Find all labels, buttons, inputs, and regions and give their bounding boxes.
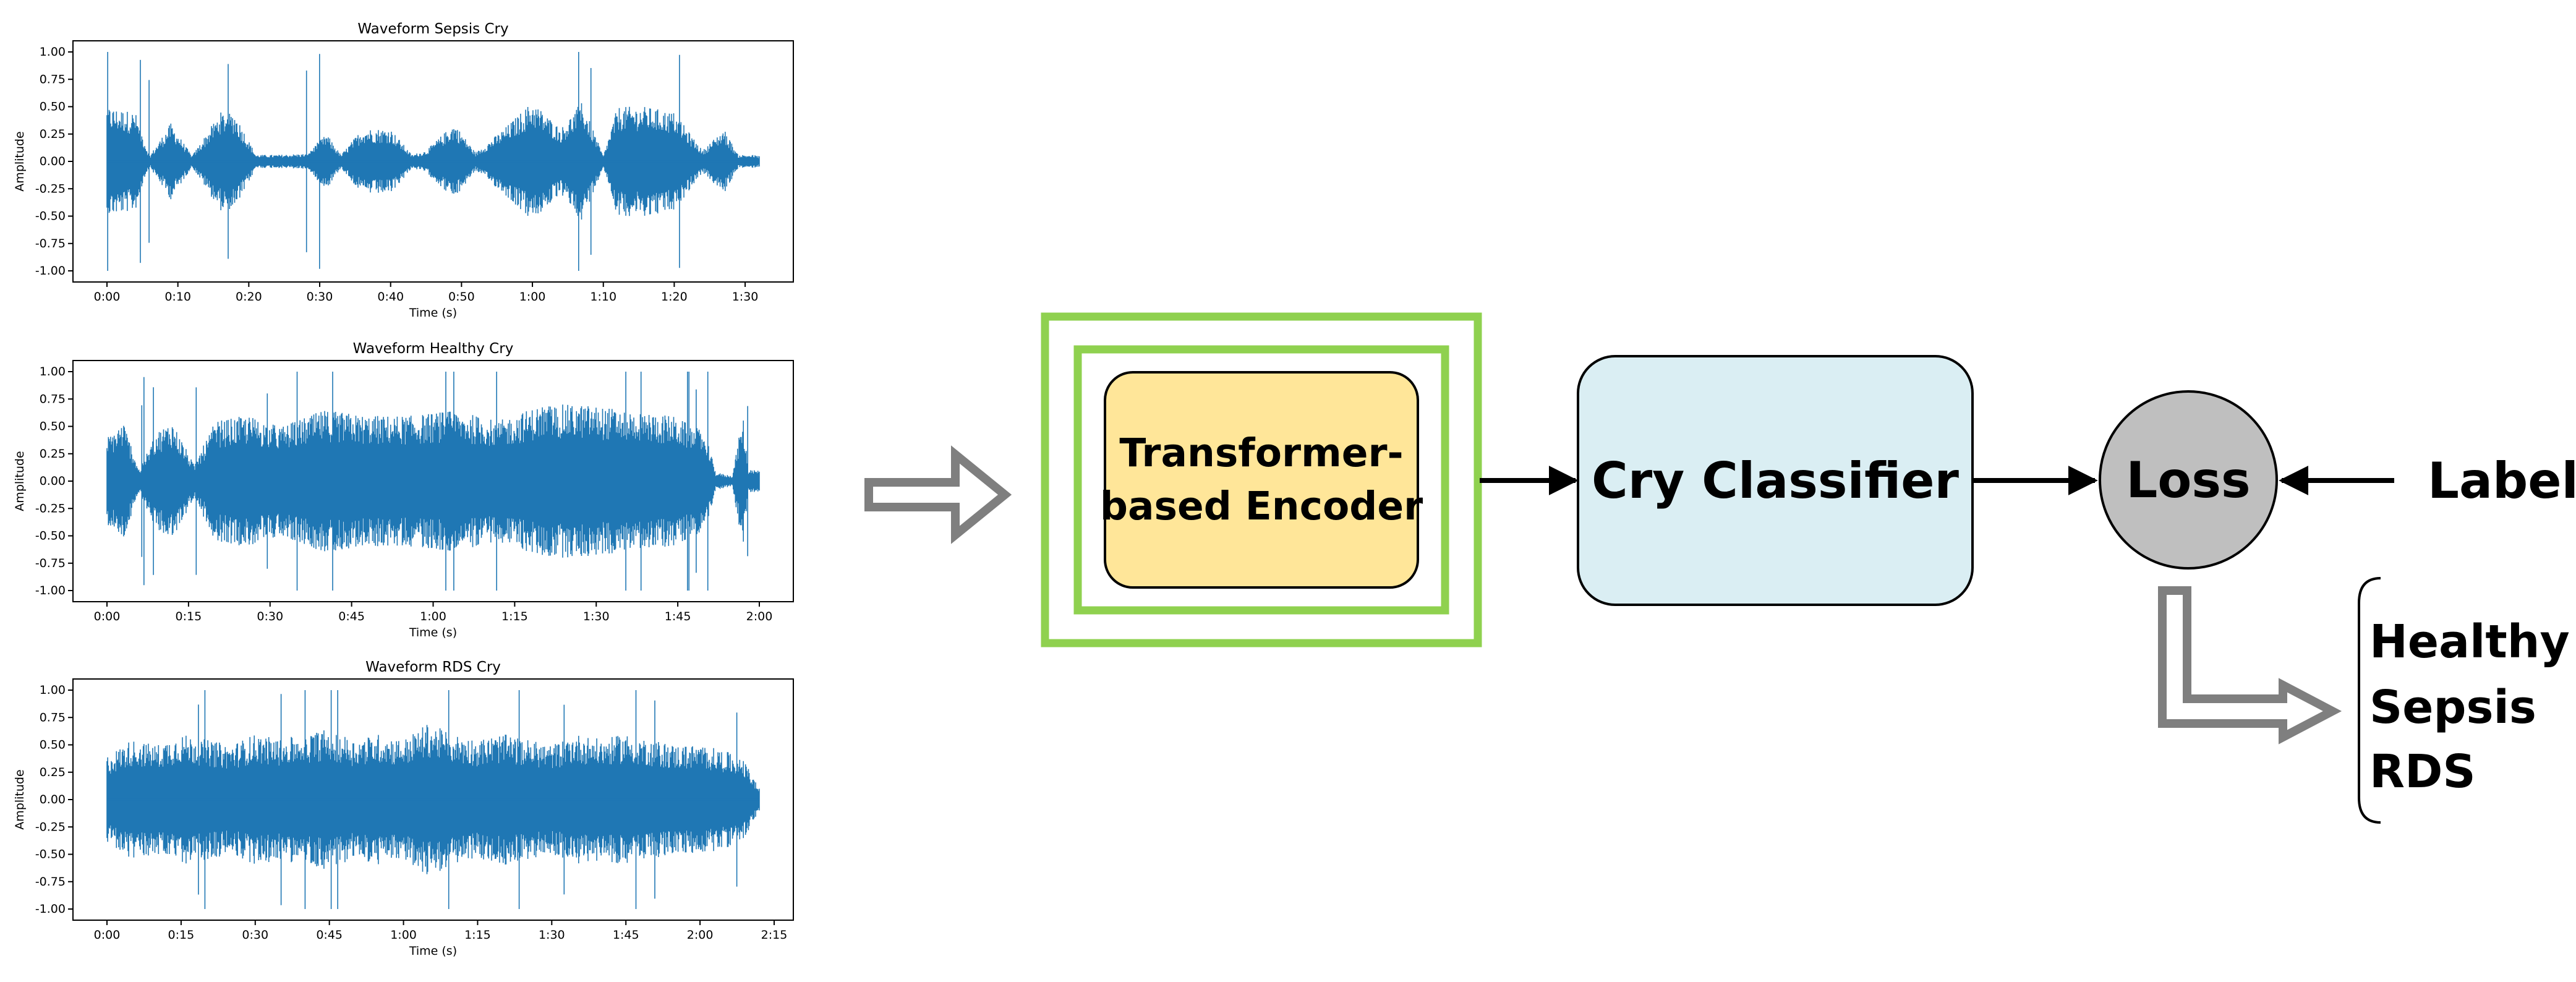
y-tick-label: -1.00 [35, 264, 66, 278]
encoder-label-line1: Transformer- [1119, 430, 1403, 476]
encoder-box [1104, 371, 1419, 589]
x-axis-label: Time (s) [409, 626, 457, 639]
encoder-label-line2: based Encoder [1100, 484, 1423, 529]
y-tick-label: 0.25 [40, 127, 66, 141]
plot-title: Waveform Sepsis Cry [357, 21, 508, 37]
classifier-block: Cry Classifier [1577, 355, 1974, 606]
x-tick-label: 2:00 [687, 928, 714, 942]
y-tick-label: 0.50 [40, 738, 66, 752]
waveform-plot-sepsis: Waveform Sepsis Cry 0:00 0:10 0:20 0:30 0:40 0… [13, 21, 794, 320]
x-tick-label: 0:45 [338, 610, 365, 623]
x-tick-label: 1:45 [613, 928, 639, 942]
y-tick-label: -1.00 [35, 902, 66, 916]
y-tick-label: -0.25 [35, 502, 66, 515]
y-tick-label: 0.00 [40, 474, 66, 488]
input-hollow-arrow [864, 445, 1012, 544]
x-tick-label: 1:15 [501, 610, 528, 623]
x-tick-label: 0:10 [164, 290, 191, 304]
y-tick-label: -0.75 [35, 557, 66, 570]
x-tick-label: 0:40 [377, 290, 404, 304]
x-tick-label: 1:00 [420, 610, 446, 623]
y-axis-label: Amplitude [13, 451, 27, 511]
x-tick-label: 0:50 [448, 290, 475, 304]
x-tick-label: 1:30 [539, 928, 565, 942]
y-tick-label: -0.25 [35, 820, 66, 834]
y-tick-label: -0.25 [35, 182, 66, 195]
class-brace [2358, 577, 2381, 824]
x-tick-label: 1:00 [519, 290, 546, 304]
x-tick-label: 2:15 [761, 928, 788, 942]
y-tick-label: 1.00 [40, 683, 66, 697]
classifier-label: Cry Classifier [1592, 452, 1959, 510]
encoder-block: Transformer- based Encoder [1041, 312, 1482, 647]
y-axis-label: Amplitude [13, 769, 27, 829]
loss-node: Loss [2099, 390, 2278, 570]
y-tick-label: -0.75 [35, 237, 66, 250]
y-tick-label: -0.50 [35, 848, 66, 861]
x-tick-label: 1:10 [590, 290, 616, 304]
waveform-plot-rds: Waveform RDS Cry 0:00 0:15 0:30 0:45 1:00 1:15… [13, 659, 794, 958]
y-tick-label: 0.25 [40, 766, 66, 779]
waveform-plots: Waveform Sepsis Cry 0:00 0:10 0:20 0:30 0:40 0… [13, 21, 794, 958]
plot-title: Waveform Healthy Cry [353, 341, 514, 357]
y-tick-label: 0.25 [40, 447, 66, 461]
y-tick-label: 0.75 [40, 392, 66, 406]
class-healthy: Healthy [2369, 615, 2570, 668]
x-tick-label: 1:00 [390, 928, 417, 942]
x-tick-label: 0:20 [236, 290, 262, 304]
x-tick-label: 1:30 [732, 290, 759, 304]
output-hollow-arrow [2158, 586, 2342, 745]
y-tick-label: 0.50 [40, 100, 66, 114]
y-tick-label: -0.75 [35, 875, 66, 889]
class-sepsis: Sepsis [2369, 681, 2536, 734]
loss-circle [2099, 390, 2278, 570]
x-tick-label: 0:30 [307, 290, 333, 304]
y-tick-label: 0.75 [40, 72, 66, 86]
x-tick-label: 0:45 [316, 928, 343, 942]
x-tick-label: 0:00 [94, 928, 121, 942]
waveform-plot-healthy: Waveform Healthy Cry 0:00 0:15 0:30 0:45 1:00… [13, 341, 794, 639]
y-tick-label: 0.00 [40, 155, 66, 168]
y-tick-label: 0.75 [40, 711, 66, 724]
y-axis-label: Amplitude [13, 131, 27, 191]
class-list: Healthy Sepsis RDS [2369, 615, 2570, 798]
class-rds: RDS [2369, 745, 2476, 798]
x-tick-label: 1:15 [464, 928, 491, 942]
x-tick-label: 0:30 [257, 610, 283, 623]
labels-label: Labels [2428, 452, 2576, 510]
x-tick-label: 0:15 [168, 928, 195, 942]
x-tick-label: 0:00 [94, 610, 121, 623]
encoder-inner-frame [1073, 345, 1449, 615]
y-tick-label: -1.00 [35, 584, 66, 597]
x-tick-label: 0:15 [176, 610, 202, 623]
y-tick-label: 1.00 [40, 365, 66, 378]
y-tick-label: -0.50 [35, 529, 66, 543]
x-axis-label: Time (s) [409, 306, 457, 320]
x-tick-label: 2:00 [746, 610, 773, 623]
loss-label: Loss [2126, 451, 2250, 509]
y-tick-label: 0.50 [40, 420, 66, 433]
x-tick-label: 1:30 [583, 610, 610, 623]
x-tick-label: 0:30 [242, 928, 268, 942]
y-tick-label: 1.00 [40, 45, 66, 59]
x-tick-label: 1:20 [661, 290, 688, 304]
x-axis-label: Time (s) [409, 944, 457, 958]
x-tick-label: 1:45 [665, 610, 691, 623]
x-tick-label: 0:00 [94, 290, 121, 304]
plot-title: Waveform RDS Cry [365, 659, 501, 675]
y-tick-label: -0.50 [35, 210, 66, 223]
encoder-outer-frame [1041, 312, 1482, 647]
y-tick-label: 0.00 [40, 793, 66, 806]
